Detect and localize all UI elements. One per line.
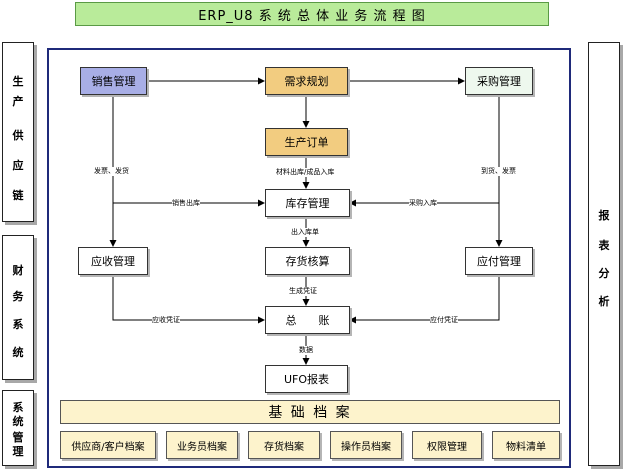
base-item-bom[interactable]: 物料清单 xyxy=(492,431,560,459)
supply-chain-char: 应 xyxy=(12,159,24,172)
demand-planning-node[interactable]: 需求规划 xyxy=(265,67,348,95)
finance-char: 务 xyxy=(12,290,24,303)
report-analysis-char: 析 xyxy=(598,295,610,308)
finance-char: 统 xyxy=(12,346,24,359)
report-analysis-char: 报 xyxy=(598,209,610,222)
ufo-report-node[interactable]: UFO报表 xyxy=(265,365,348,393)
general-ledger-node[interactable]: 总 账 xyxy=(265,306,350,334)
production-order-node[interactable]: 生产订单 xyxy=(265,128,348,156)
supply-chain-char: 链 xyxy=(12,189,24,202)
finance-char: 财 xyxy=(12,264,24,277)
edge-label-purchase-invoice: 到货、发票 xyxy=(481,167,516,176)
edge-label-sales-out: 销售出库 xyxy=(172,199,200,208)
edge-label-pay-voucher: 应付凭证 xyxy=(430,316,458,325)
base-item-supplier-customer[interactable]: 供应商/客户档案 xyxy=(60,431,156,459)
system-mgmt-char: 系 xyxy=(12,401,24,414)
payable-management-node[interactable]: 应付管理 xyxy=(465,247,533,275)
edge-label-purchase-in: 采购入库 xyxy=(409,199,437,208)
system-mgmt-section: 系 统 管 理 xyxy=(2,390,34,466)
system-mgmt-char: 管 xyxy=(12,431,24,444)
system-mgmt-char: 统 xyxy=(12,415,24,428)
supply-chain-char: 产 xyxy=(12,95,24,108)
base-item-permission[interactable]: 权限管理 xyxy=(412,431,482,459)
report-analysis-section: 报 表 分 析 xyxy=(588,42,620,466)
supply-chain-char: 供 xyxy=(12,129,24,142)
sales-management-node[interactable]: 销售管理 xyxy=(80,67,147,95)
page-title: ERP_U8 系 统 总 体 业 务 流 程 图 xyxy=(75,2,549,26)
edge-label-gen-voucher: 生成凭证 xyxy=(289,287,317,296)
edge-label-in-out-doc: 出入库单 xyxy=(291,228,319,237)
base-item-operator[interactable]: 操作员档案 xyxy=(330,431,402,459)
supply-chain-char: 生 xyxy=(12,75,24,88)
supply-chain-section: 生 产 供 应 链 xyxy=(2,42,34,222)
edge-label-data: 数据 xyxy=(299,346,313,355)
purchase-management-node[interactable]: 采购管理 xyxy=(465,67,533,95)
system-mgmt-char: 理 xyxy=(12,445,24,458)
base-item-salesperson[interactable]: 业务员档案 xyxy=(166,431,238,459)
inventory-costing-node[interactable]: 存货核算 xyxy=(265,247,350,275)
edge-label-sales-invoice: 发票、发货 xyxy=(94,167,129,176)
receivable-management-node[interactable]: 应收管理 xyxy=(78,247,148,275)
finance-char: 系 xyxy=(12,318,24,331)
report-analysis-char: 表 xyxy=(598,239,610,252)
inventory-management-node[interactable]: 库存管理 xyxy=(265,189,350,217)
finance-section: 财 务 系 统 xyxy=(2,235,34,380)
base-item-inventory[interactable]: 存货档案 xyxy=(248,431,320,459)
report-analysis-char: 分 xyxy=(598,267,610,280)
edge-label-material: 材料出库/成品入库 xyxy=(276,168,335,177)
base-records-header: 基 础 档 案 xyxy=(60,400,560,424)
edge-label-recv-voucher: 应收凭证 xyxy=(152,316,180,325)
